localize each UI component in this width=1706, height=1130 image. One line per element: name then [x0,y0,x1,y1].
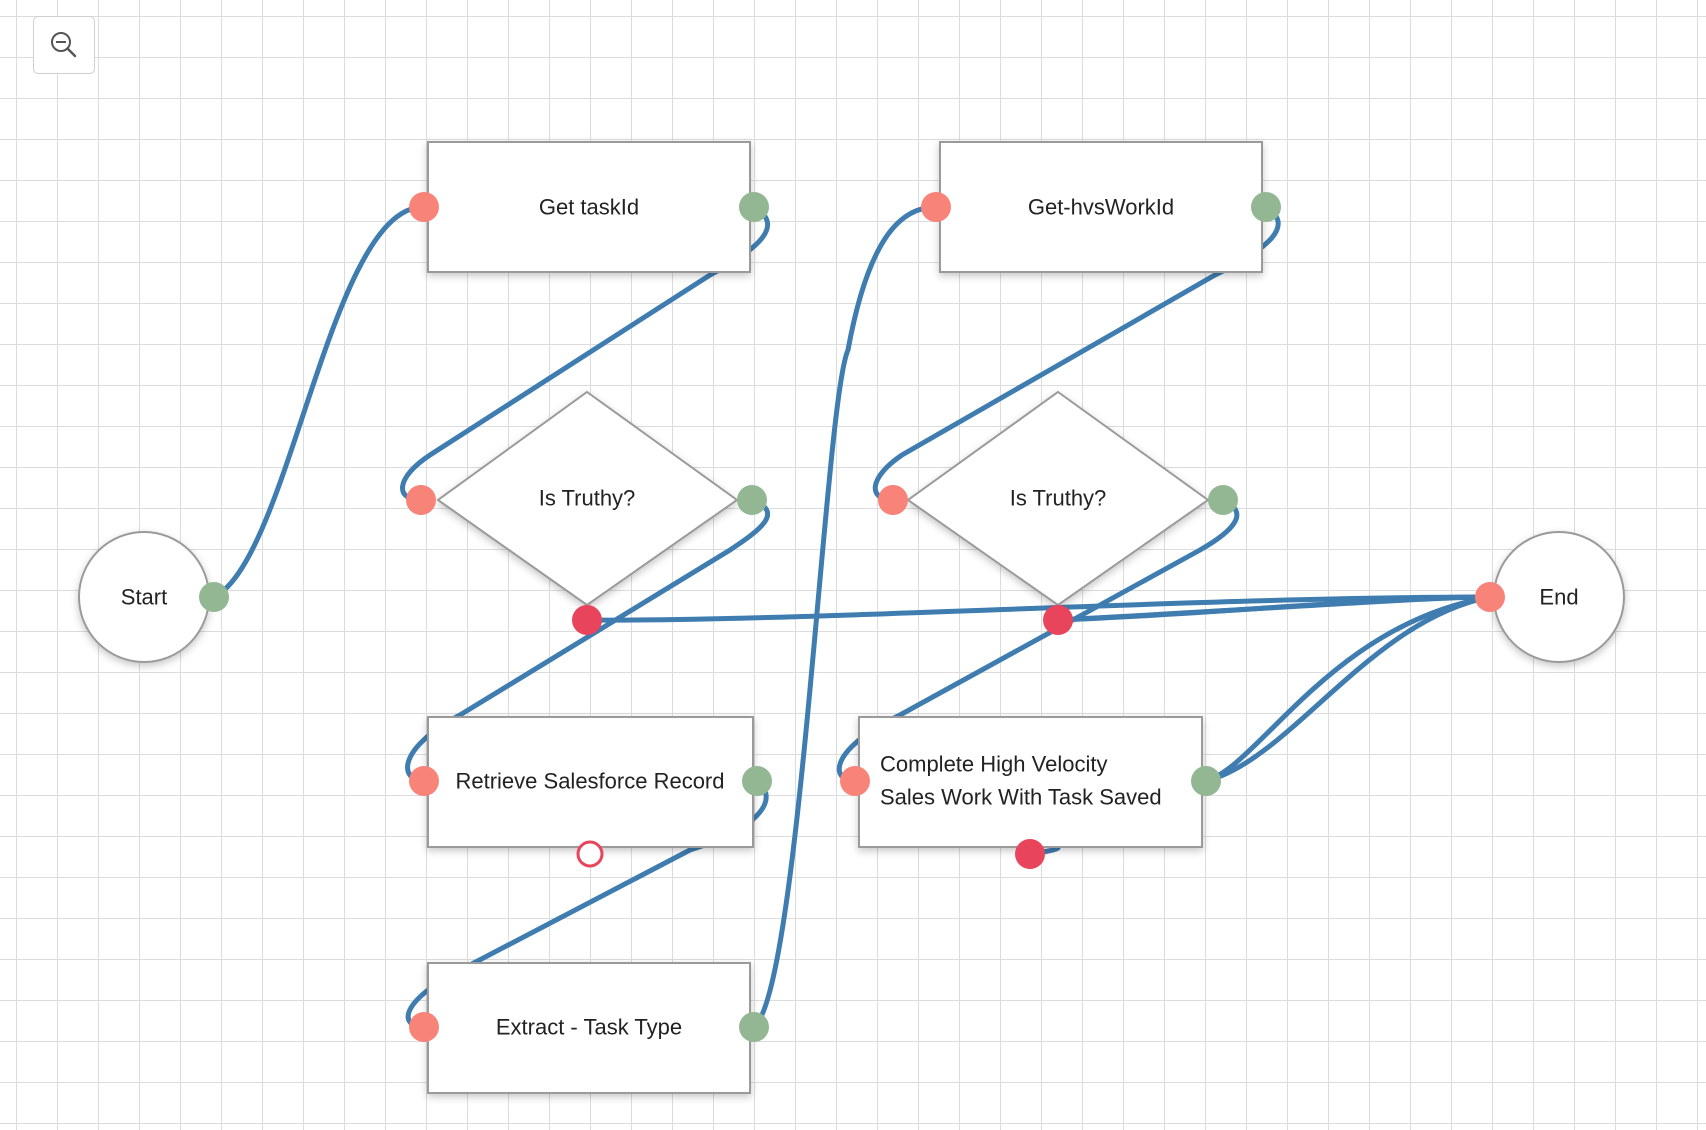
retrieve-output-port[interactable] [742,766,772,796]
connector-retrieve-to-extract[interactable] [405,778,769,1030]
connector-start-to-get-taskid[interactable] [211,204,427,600]
ports [199,192,1505,1042]
end-node[interactable]: End [1493,531,1625,663]
connector-extract-to-get-hvsworkid[interactable] [751,204,939,1030]
connector-truthy-1-to-retrieve[interactable] [405,497,771,784]
extract-output-port[interactable] [739,1012,769,1042]
complete-hv-label-line-1: Complete High Velocity [880,752,1107,777]
retrieve-salesforce-record-node[interactable]: Retrieve Salesforce Record [427,716,754,848]
truthy-2-output-port[interactable] [1208,485,1238,515]
extract-task-type-node[interactable]: Extract - Task Type [427,962,751,1094]
connector-get-hvsworkid-to-truthy-2[interactable] [872,204,1281,503]
get-hvsworkid-input-port[interactable] [921,192,951,222]
retrieve-error-port[interactable] [576,840,604,868]
connector-truthy-1-error-to-end[interactable] [584,594,1493,623]
get-taskid-node[interactable]: Get taskId [427,141,751,273]
truthy-2-input-port[interactable] [878,485,908,515]
is-truthy-1-label: Is Truthy? [539,486,636,511]
end-label: End [1539,585,1578,610]
connectors [211,204,1493,1030]
end-input-port[interactable] [1475,582,1505,612]
retrieve-salesforce-record-label: Retrieve Salesforce Record [455,769,724,794]
truthy-2-error-port[interactable] [1043,605,1073,635]
start-node[interactable]: Start [78,531,210,663]
complete-error-port[interactable] [1015,839,1045,869]
get-taskid-output-port[interactable] [739,192,769,222]
complete-output-port[interactable] [1191,766,1221,796]
get-taskid-label: Get taskId [539,195,639,220]
truthy-1-input-port[interactable] [406,485,436,515]
get-hvsworkid-label: Get-hvsWorkId [1028,195,1174,220]
start-output-port[interactable] [199,582,229,612]
start-label: Start [121,585,167,610]
complete-hv-label-line-2: Sales Work With Task Saved [880,785,1162,810]
connector-complete-to-end-a[interactable] [1203,594,1493,784]
truthy-1-output-port[interactable] [737,485,767,515]
connector-truthy-2-to-end-b[interactable] [1055,594,1493,623]
connector-truthy-2-to-complete[interactable] [836,497,1240,784]
get-hvsworkid-node[interactable]: Get-hvsWorkId [939,141,1263,273]
is-truthy-2-label: Is Truthy? [1010,486,1107,511]
extract-task-type-label: Extract - Task Type [496,1015,682,1040]
truthy-1-error-port[interactable] [572,605,602,635]
connector-complete-to-end-b[interactable] [1203,594,1493,784]
get-taskid-input-port[interactable] [409,192,439,222]
get-hvsworkid-output-port[interactable] [1251,192,1281,222]
zoom-out-icon [51,32,77,58]
is-truthy-2-node[interactable]: Is Truthy? [906,390,1210,607]
extract-input-port[interactable] [409,1012,439,1042]
connector-get-taskid-to-truthy-1[interactable] [400,204,770,503]
complete-input-port[interactable] [840,766,870,796]
complete-hv-sales-work-node[interactable]: Complete High Velocity Sales Work With T… [858,716,1203,848]
zoom-out-button[interactable] [33,16,95,74]
retrieve-input-port[interactable] [409,766,439,796]
